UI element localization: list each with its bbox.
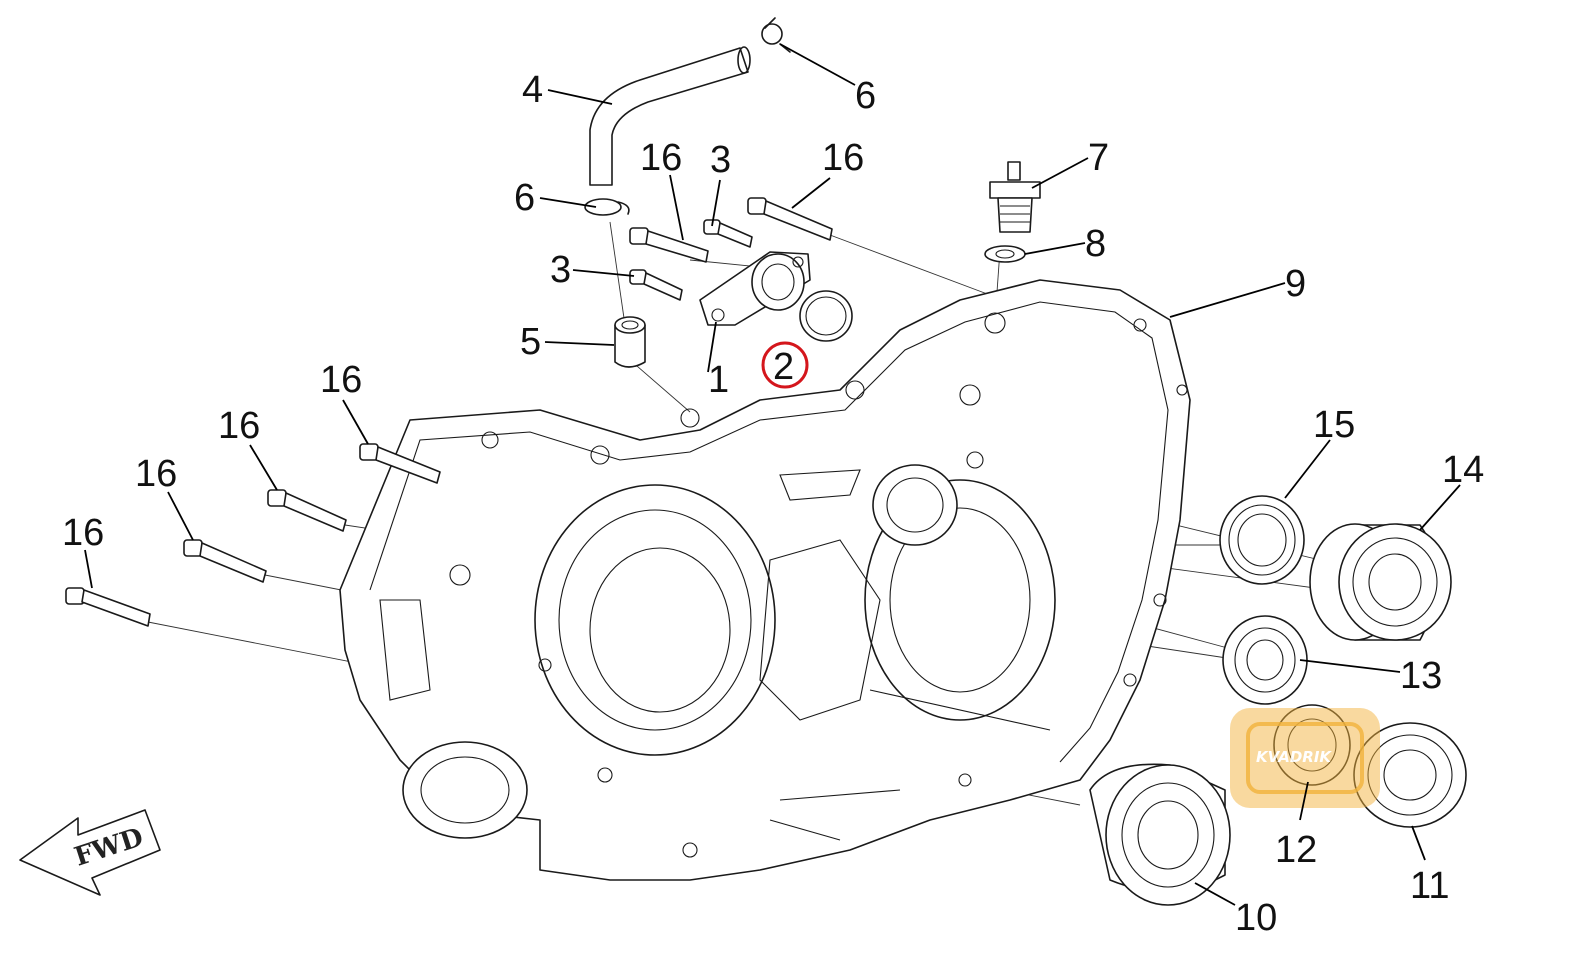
bolt-16	[359, 443, 441, 484]
callout-3: 3	[710, 139, 731, 181]
callout-2: 2	[773, 346, 794, 388]
leader-lines	[84, 43, 1461, 906]
fwd-direction-arrow: FWD	[19, 809, 161, 896]
bolt-16	[267, 489, 347, 532]
part-8-washer	[984, 245, 1026, 263]
callout-9: 9	[1285, 263, 1306, 305]
callout-16: 16	[640, 137, 682, 179]
part-6-clips	[584, 17, 791, 216]
part-4-hose	[589, 46, 751, 186]
bolt-16	[747, 197, 833, 241]
part-7-sensor	[989, 161, 1041, 233]
part-15-oil-seal	[1219, 495, 1305, 585]
watermark-text: KVADRIK	[1256, 748, 1332, 766]
callout-10: 10	[1235, 897, 1277, 939]
part-11-bearing	[1353, 722, 1467, 828]
part-10-bearing	[1089, 763, 1231, 906]
callout-11: 11	[1410, 865, 1449, 907]
bolts-16	[65, 197, 833, 627]
callout-16: 16	[822, 137, 864, 179]
highlight-circle	[761, 341, 809, 389]
callout-16: 16	[218, 405, 260, 447]
part-14-bearing	[1309, 523, 1452, 641]
crankcase	[339, 279, 1191, 881]
callout-3: 3	[550, 249, 571, 291]
callout-14: 14	[1442, 449, 1484, 491]
callout-16: 16	[135, 453, 177, 495]
bolt-16	[183, 539, 267, 583]
part-2-o-ring	[799, 290, 853, 342]
part-5-sleeve	[614, 316, 646, 368]
callout-1: 1	[708, 359, 729, 401]
callout-16: 16	[62, 512, 104, 554]
callout-4: 4	[522, 69, 543, 111]
callout-16: 16	[320, 359, 362, 401]
part-13-bearing	[1222, 615, 1308, 705]
callout-12: 12	[1275, 829, 1317, 871]
callout-13: 13	[1400, 655, 1442, 697]
callout-6: 6	[514, 177, 535, 219]
callout-6: 6	[855, 75, 876, 117]
callout-15: 15	[1313, 404, 1355, 446]
callout-5: 5	[520, 321, 541, 363]
bolt-16	[65, 587, 151, 627]
bolt-16	[629, 227, 709, 263]
callout-labels: 1 2 3 3 4 5 6 6 7 8 9 10 11 12 13 14 15 …	[62, 69, 1484, 939]
part-1-cover	[699, 251, 811, 326]
callout-7: 7	[1088, 137, 1109, 179]
bolts-3	[629, 219, 753, 301]
callout-8: 8	[1085, 223, 1106, 265]
